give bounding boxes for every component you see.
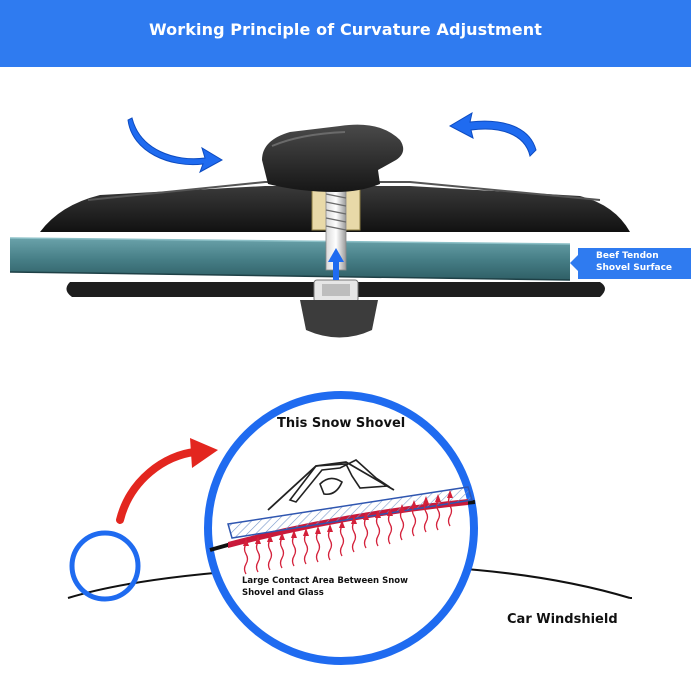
- surface-callout-label: Beef Tendon Shovel Surface: [596, 251, 673, 273]
- page-title: Working Principle of Curvature Adjustmen…: [149, 20, 542, 39]
- surface-callout-box: [578, 248, 691, 279]
- up-arrow-icon: [328, 248, 344, 280]
- magnified-contact-detail: [209, 459, 476, 575]
- rotate-right-arrow-icon: [448, 111, 537, 157]
- adjustment-knob: [262, 124, 404, 192]
- curved-red-arrow-icon: [116, 438, 218, 524]
- header-banner: Working Principle of Curvature Adjustmen…: [0, 0, 691, 67]
- snow-shovel-label: This Snow Shovel: [277, 416, 406, 431]
- contact-area-label: Large Contact Area Between Snow Shovel a…: [242, 576, 408, 598]
- teal-shovel-blade: [9, 237, 571, 281]
- magnifier-small-circle: [69, 530, 141, 602]
- rotate-left-arrow-icon: [127, 117, 224, 174]
- car-windshield-label: Car Windshield: [507, 612, 618, 627]
- mount-clip: [300, 300, 378, 338]
